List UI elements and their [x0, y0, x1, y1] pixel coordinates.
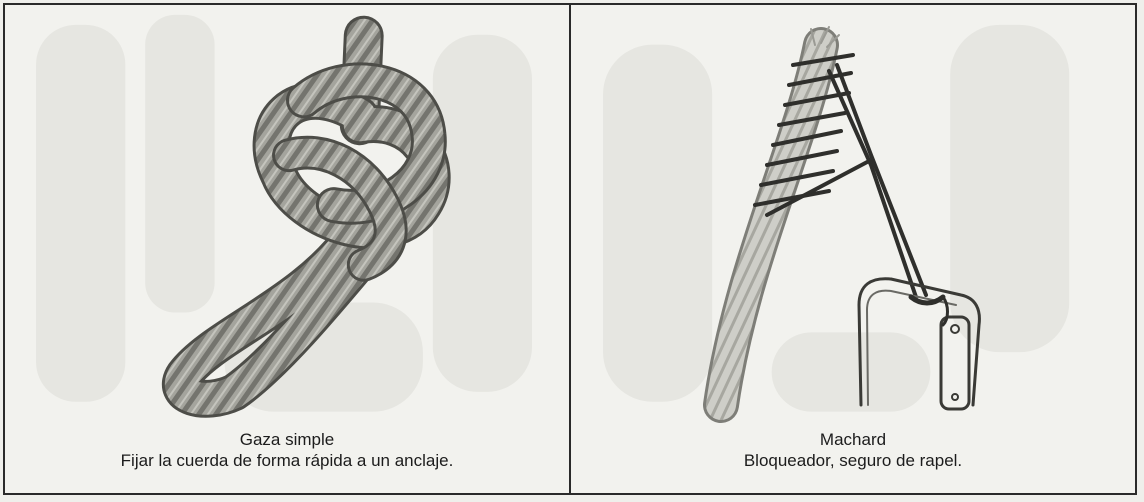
caption-gaza-simple: Gaza simple Fijar la cuerda de forma ráp…	[5, 429, 569, 471]
overhand-loop-knot-illustration	[5, 5, 569, 425]
knot-name: Machard	[571, 429, 1135, 450]
knot-name: Gaza simple	[5, 429, 569, 450]
caption-machard: Machard Bloqueador, seguro de rapel.	[571, 429, 1135, 471]
machard-hitch-illustration	[571, 5, 1135, 425]
knot-description: Bloqueador, seguro de rapel.	[571, 450, 1135, 471]
knot-table: Gaza simple Fijar la cuerda de forma ráp…	[3, 3, 1137, 495]
panel-machard: Machard Bloqueador, seguro de rapel.	[571, 5, 1135, 493]
panel-gaza-simple: Gaza simple Fijar la cuerda de forma ráp…	[5, 5, 571, 493]
knot-description: Fijar la cuerda de forma rápida a un anc…	[5, 450, 569, 471]
